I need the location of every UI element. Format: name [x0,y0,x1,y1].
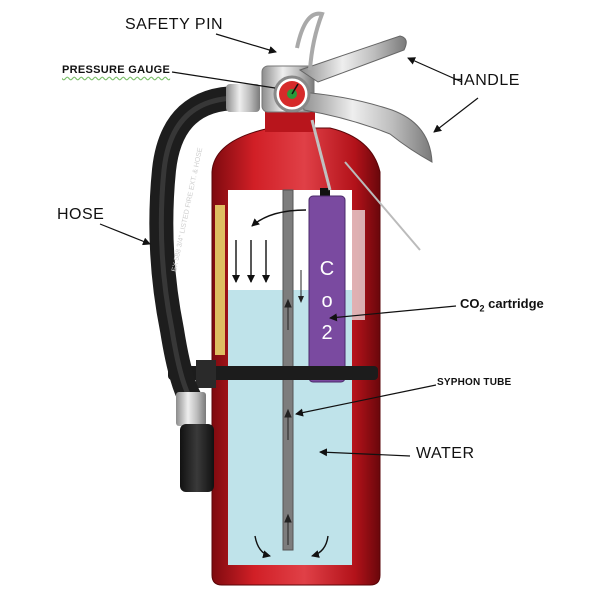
label-handle: HANDLE [452,72,520,89]
mounting-bracket [168,366,378,380]
co2-main: CO [460,296,480,311]
co2-rest: cartridge [484,296,544,311]
pressure-gauge [273,75,311,113]
safety-pin-leader [215,33,277,54]
tube-flow-arrows [284,298,292,545]
seal-wire [344,161,421,251]
cartridge-letter-o: o [321,290,333,312]
label-hose: HOSE [57,206,105,223]
label-syphon-tube: SYPHON TUBE [437,377,512,388]
gas-flow-arrows [232,209,329,559]
co2-subscript: 2 [479,303,485,314]
water-leader [319,448,411,457]
cartridge-letter-2: 2 [321,322,333,344]
label-safety-pin: SAFETY PIN [125,16,224,33]
co2-leader [329,305,457,322]
label-co2-cartridge: CO2 cartridge [460,296,544,314]
leader-lines [99,33,479,457]
hose [149,84,260,492]
co2-cartridge [298,188,346,383]
hose-ferrule [176,392,206,426]
hose-leader [99,223,151,246]
label-sticker [215,205,225,355]
syphon-leader [295,384,437,417]
pressure-gauge-leader [171,71,276,89]
handle-leader-bottom [433,97,479,133]
safety-pin-ring [295,11,325,71]
valve-stem [310,119,332,191]
cartridge-letter-c: C [319,258,335,280]
label-water: WATER [416,445,475,462]
hose-coupling [226,84,260,112]
hose-nozzle [180,424,214,492]
handle-leader-top [407,57,463,83]
squeeze-lever [299,91,433,163]
bracket-clip [196,360,216,388]
label-pressure-gauge: PRESSURE GAUGE [62,64,171,76]
carry-handle [298,35,407,83]
